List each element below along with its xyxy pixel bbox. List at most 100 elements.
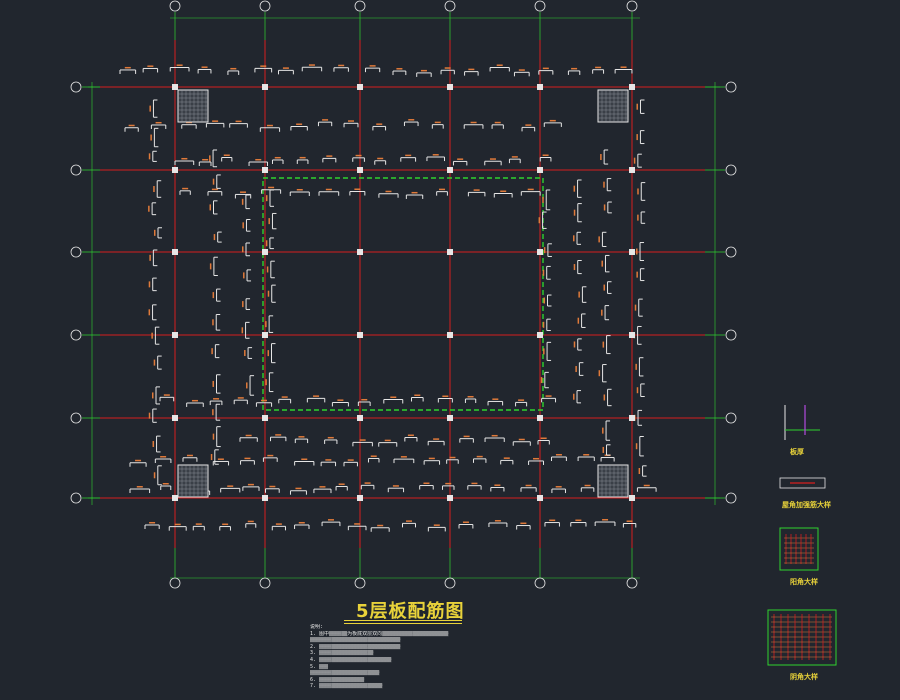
note-line: 2. ▒▒▒▒▒▒▒▒▒▒▒▒▒▒▒▒▒▒▒▒▒▒▒▒▒▒▒ <box>310 643 401 650</box>
rebar-tag <box>338 64 345 67</box>
rebar-tag <box>326 155 333 157</box>
rebar-tag <box>275 434 282 436</box>
rebar-tag <box>520 522 527 525</box>
rebar-tag <box>153 186 155 193</box>
axis-bubble <box>534 0 546 12</box>
rebar-tag <box>571 67 578 70</box>
rebar-tag <box>503 457 510 459</box>
rebar-tag <box>241 327 244 334</box>
rebar-tag <box>182 187 189 190</box>
detail-label-external-corner: 阳角大样 <box>790 578 818 586</box>
axis-bubble <box>626 0 638 12</box>
rebar-tag <box>543 247 546 254</box>
rebar-tag <box>354 188 361 190</box>
rebar-tag <box>636 271 638 278</box>
rebar-tag <box>235 120 242 123</box>
rebar-tag <box>209 263 212 270</box>
rebar-tag <box>601 309 603 316</box>
rebar-tag <box>601 260 603 267</box>
note-line: 6. ▒▒▒▒▒▒▒▒▒▒▒▒▒▒▒ <box>310 676 365 683</box>
column-mark <box>537 495 543 501</box>
columns <box>172 84 635 501</box>
opening-outline <box>262 177 544 411</box>
rebar-tag <box>243 272 245 279</box>
rebar-tag <box>542 321 545 328</box>
rebar-tag <box>152 441 155 448</box>
axis-bubble <box>70 81 82 93</box>
column-mark <box>357 332 363 338</box>
rebar-tag <box>151 392 154 399</box>
rebar-tag <box>494 484 501 486</box>
column-mark <box>262 332 268 338</box>
rebar-tag <box>209 204 211 211</box>
column-mark <box>172 84 178 90</box>
rebar-tag <box>202 158 209 161</box>
rebar-tag <box>573 393 575 400</box>
axis-bubble <box>626 577 638 589</box>
rebar-tag <box>174 523 181 526</box>
rebar-tag <box>620 66 627 68</box>
note-line: 7. ▒▒▒▒▒▒▒▒▒▒▒▒▒▒▒▒▒▒▒▒▒ <box>310 683 383 690</box>
rebar-tag <box>227 485 234 487</box>
rebar-tag <box>635 363 637 370</box>
rebar-tag <box>230 67 237 70</box>
axis-bubble <box>354 577 366 589</box>
rebar-tag <box>325 459 332 461</box>
rebar-tag <box>153 229 156 236</box>
rebar-tag <box>457 158 464 160</box>
rebar-tag <box>217 458 224 460</box>
rebar-tag <box>355 154 362 157</box>
column-mark <box>262 415 268 421</box>
rebar-tag <box>149 105 151 112</box>
rebar-tag <box>473 189 480 191</box>
rebar-tag <box>359 439 366 441</box>
rebar-tag <box>518 69 525 71</box>
axis-bubble <box>534 577 546 589</box>
rebar-tag <box>149 521 156 524</box>
rebar-tag <box>148 205 150 212</box>
rebar-tag <box>542 196 544 203</box>
rebar-tag <box>444 67 451 69</box>
rebar-tag <box>150 134 152 141</box>
rebar-tag <box>301 458 308 461</box>
column-mark <box>629 167 635 173</box>
rebar-tag <box>369 65 376 67</box>
rebar-tag <box>603 394 606 401</box>
rebar-tag <box>462 521 469 523</box>
rebar-tag <box>240 191 247 193</box>
rebar-tag <box>299 156 306 159</box>
rebar-tag <box>266 124 273 127</box>
rebar-tag <box>136 486 143 488</box>
title-underline <box>344 620 462 621</box>
rebar-tag <box>439 188 446 191</box>
column-mark <box>629 84 635 90</box>
axis-bubble <box>70 329 82 341</box>
rebar-tag <box>153 472 156 479</box>
rebar-tag <box>575 366 577 373</box>
rebar-tag <box>428 457 435 460</box>
column-mark <box>172 495 178 501</box>
column-mark <box>629 495 635 501</box>
axis-bubble <box>725 329 737 341</box>
rebar-tag <box>408 119 415 121</box>
rebar-tag <box>269 485 276 488</box>
rebar-tag <box>201 66 208 68</box>
rebar-tag <box>442 395 449 398</box>
rebar-tag <box>602 341 605 348</box>
axis-bubble <box>70 164 82 176</box>
rebar-tag <box>384 439 391 442</box>
rebar-tag <box>267 290 270 297</box>
axis-bubble <box>354 0 366 12</box>
rebar-tag <box>433 438 440 440</box>
column-mark <box>447 249 453 255</box>
rebar-tag <box>633 157 636 164</box>
rebar-tag <box>573 264 576 271</box>
rebar-tag <box>468 68 475 71</box>
rebar-tag <box>584 484 591 487</box>
rebar-tag <box>525 124 532 126</box>
rebar-tag <box>602 446 605 453</box>
rebar-tag <box>244 350 246 357</box>
rebar-tag <box>268 186 275 189</box>
rebar-tag <box>511 156 518 158</box>
